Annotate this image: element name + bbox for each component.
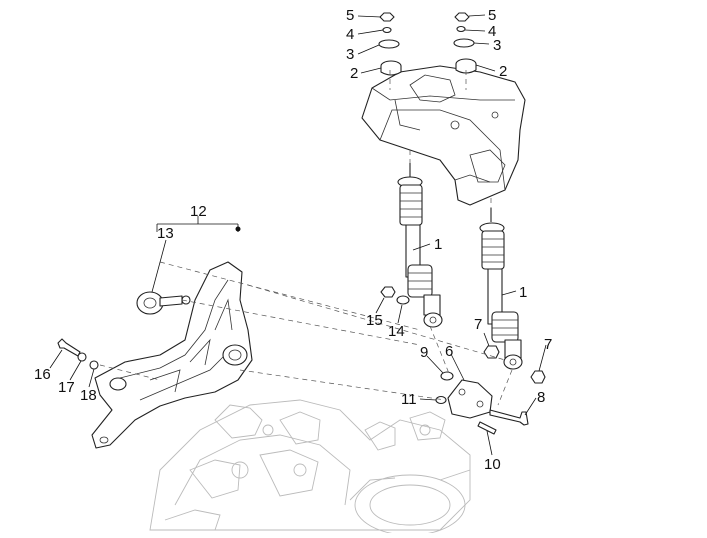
washer-3-right <box>453 38 475 48</box>
callout-11: 11 <box>401 391 417 408</box>
callout-12: 12 <box>190 203 207 220</box>
leader-lines <box>49 14 547 456</box>
leader-dot <box>235 226 241 232</box>
nut-11 <box>435 395 447 405</box>
callout-5-right: 5 <box>488 7 496 24</box>
nut-5-left <box>379 12 395 22</box>
callout-3-right: 3 <box>493 37 501 54</box>
callout-2-left: 2 <box>350 65 358 82</box>
nut-7-left <box>483 345 500 359</box>
callout-18: 18 <box>80 387 97 404</box>
engine-block <box>149 399 471 536</box>
callout-1-right: 1 <box>519 284 527 301</box>
callout-labels: 5 4 3 2 5 4 3 2 12 13 1 1 15 14 7 7 9 6 … <box>34 7 552 473</box>
frame-crossmember <box>361 65 526 206</box>
callout-2-right: 2 <box>499 63 507 80</box>
bolt-16 <box>57 338 81 357</box>
small-parts <box>380 286 546 435</box>
nut-15 <box>380 286 396 298</box>
callout-7-right: 7 <box>544 336 552 353</box>
callout-1-left: 1 <box>434 236 442 253</box>
nut-7-right <box>530 370 546 384</box>
left-mount-stack <box>378 12 402 76</box>
bolt-10 <box>477 421 497 435</box>
washer-14 <box>396 295 410 305</box>
callout-8: 8 <box>537 389 545 406</box>
callout-17: 17 <box>58 379 75 396</box>
washer-3-left <box>378 39 400 49</box>
washer-17 <box>77 352 87 362</box>
washer-4-right <box>456 25 466 33</box>
assembly-guidelines <box>99 70 513 406</box>
callout-10: 10 <box>484 456 501 473</box>
washer-4-left <box>382 26 392 34</box>
callout-14: 14 <box>388 323 405 340</box>
bolt-8 <box>489 409 529 426</box>
washer-18 <box>89 360 99 370</box>
callout-7-left: 7 <box>474 316 482 333</box>
callout-15: 15 <box>366 312 383 329</box>
callout-6: 6 <box>445 343 453 360</box>
right-shock-absorber <box>479 208 523 370</box>
callout-9: 9 <box>420 344 428 361</box>
right-mount-stack <box>453 12 477 74</box>
engine-bracket-12 <box>91 261 253 449</box>
callout-16: 16 <box>34 366 51 383</box>
callout-5-left: 5 <box>346 7 354 24</box>
bracket-6 <box>447 379 493 419</box>
bearing-13 <box>136 291 164 315</box>
nut-9 <box>440 371 454 381</box>
callout-3-left: 3 <box>346 46 354 63</box>
nut-5-right <box>454 12 470 22</box>
callout-4-left: 4 <box>346 26 354 43</box>
callout-13: 13 <box>157 225 174 242</box>
left-shock-absorber <box>397 163 443 328</box>
bolt-washers-left <box>57 338 99 370</box>
callout-4-right: 4 <box>488 23 496 40</box>
